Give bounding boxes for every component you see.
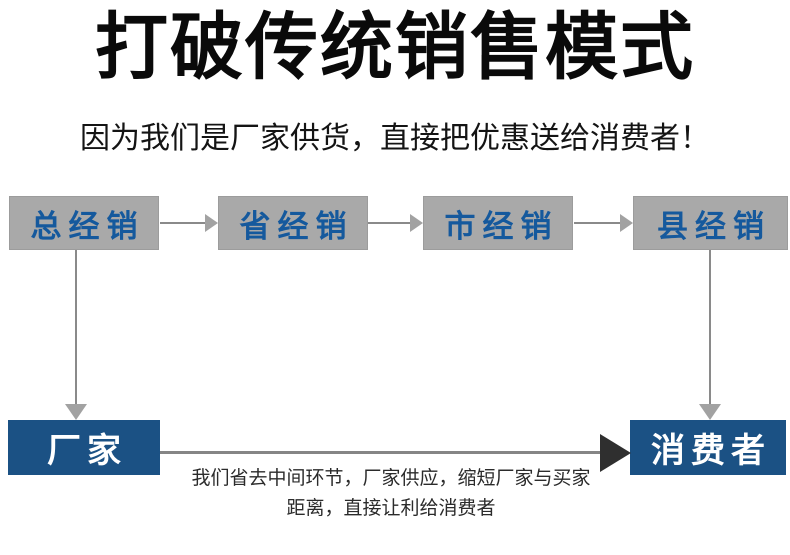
page-title: 打破传统销售模式	[95, 7, 695, 88]
arrowhead-right-icon	[410, 214, 423, 232]
consumer-box: 消费者	[630, 420, 786, 475]
arrowhead-right-icon	[205, 214, 218, 232]
arrow-line-factory-to-consumer	[160, 451, 601, 454]
footnote: 我们省去中间环节，厂家供应，缩短厂家与买家 距离，直接让利给消费者	[160, 464, 622, 524]
arrowhead-down-icon	[65, 404, 87, 420]
arrowhead-down-icon	[699, 404, 721, 420]
factory-box: 厂家	[8, 420, 160, 475]
distributor-box-general: 总经销	[9, 196, 159, 250]
arrowhead-right-icon	[620, 214, 633, 232]
distributor-label-general: 总经销	[30, 208, 145, 244]
distributor-box-city: 市经销	[423, 196, 573, 250]
factory-label: 厂家	[47, 432, 127, 470]
consumer-label: 消费者	[651, 432, 771, 470]
subtitle: 因为我们是厂家供货，直接把优惠送给消费者！	[80, 122, 710, 155]
distributor-label-province: 省经销	[239, 208, 354, 244]
arrowhead-black-right-icon	[600, 434, 631, 472]
footnote-line-1: 我们省去中间环节，厂家供应，缩短厂家与买家	[191, 468, 591, 489]
arrow-line-province-to-city	[368, 222, 411, 224]
distributor-label-city: 市经销	[444, 208, 559, 244]
arrow-line-general-to-province	[160, 222, 206, 224]
arrow-line-general-to-factory	[75, 250, 77, 406]
distributor-box-county: 县经销	[633, 196, 788, 250]
arrow-line-city-to-county	[574, 222, 621, 224]
arrow-line-county-to-consumer	[709, 250, 711, 406]
distributor-box-province: 省经销	[218, 196, 368, 250]
footnote-line-2: 距离，直接让利给消费者	[286, 498, 496, 519]
distributor-label-county: 县经销	[657, 208, 771, 244]
